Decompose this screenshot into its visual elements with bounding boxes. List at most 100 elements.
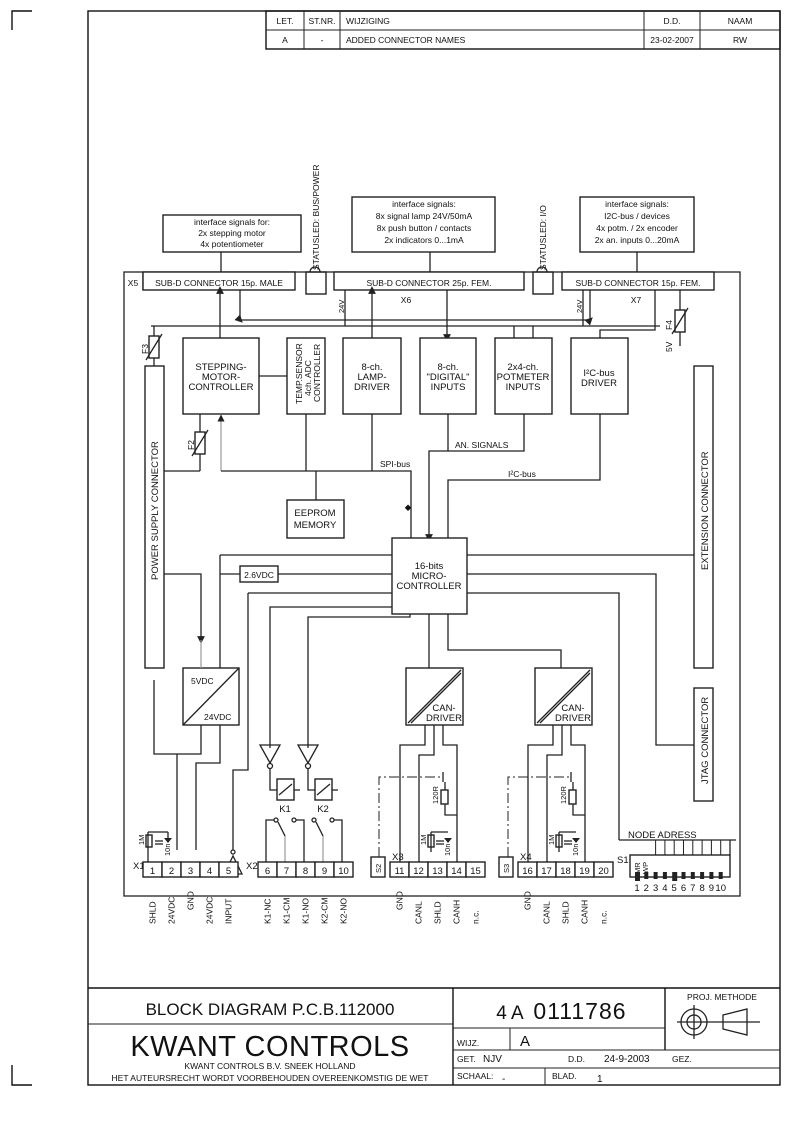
dip-switch-number: 1	[634, 883, 639, 894]
terminal-pin-name: INPUT	[224, 899, 234, 925]
block-potmeter-inputs: 2x4-ch. POTMETER INPUTS	[494, 337, 553, 415]
terminal-pin-name: K1-CM	[282, 898, 292, 924]
rev-cell-stnr: -	[321, 35, 324, 45]
terminal-pin-number: 10	[338, 866, 349, 877]
terminal-id: X3	[392, 852, 404, 863]
drawing-number: 0111786	[533, 998, 626, 1024]
svg-text:INPUTS: INPUTS	[506, 382, 541, 393]
terminal-pin-number: 18	[560, 866, 571, 877]
svg-text:24V: 24V	[575, 300, 584, 313]
svg-text:interface signals:: interface signals:	[605, 199, 669, 209]
svg-text:120R: 120R	[431, 785, 440, 804]
terminal-pin-name: CANL	[542, 901, 552, 924]
spi-bus: SPI-bus ◆	[221, 414, 412, 538]
svg-text:X5: X5	[128, 278, 139, 288]
copyright-notice: HET AUTEURSRECHT WORDT VOORBEHOUDEN OVER…	[112, 1073, 429, 1083]
drawing-title: BLOCK DIAGRAM P.C.B.112000	[146, 1000, 395, 1019]
terminal-pin-name: K2-CM	[320, 898, 330, 924]
blad-label: BLAD.	[552, 1071, 577, 1081]
drawing-number-prefix: 4 A	[496, 1003, 524, 1024]
dip-switch-2	[644, 872, 649, 879]
svg-text:MEMORY: MEMORY	[294, 520, 337, 531]
an-signals-bus: AN. SIGNALS	[425, 414, 525, 542]
svg-text:120R: 120R	[559, 785, 568, 804]
svg-text:"DIGITAL": "DIGITAL"	[427, 372, 470, 383]
terminal-pin-number: 7	[284, 866, 289, 877]
svg-text:CAN-: CAN-	[561, 703, 584, 714]
svg-text:5VDC: 5VDC	[191, 676, 214, 686]
svg-text:NODE ADRESS: NODE ADRESS	[628, 830, 697, 841]
dip-switch-number: 5	[672, 883, 677, 894]
svg-text:EEPROM: EEPROM	[294, 508, 335, 519]
proj-method-label: PROJ. METHODE	[687, 992, 757, 1002]
svg-text:S1: S1	[617, 855, 629, 866]
terminal-pin-name: CANL	[414, 901, 424, 924]
dip-switch-number: 4	[662, 883, 667, 894]
dip-switch-5	[672, 872, 678, 881]
svg-text:STEPPING-: STEPPING-	[195, 362, 246, 373]
company-subtitle: KWANT CONTROLS B.V. SNEEK HOLLAND	[184, 1061, 355, 1071]
svg-text:interface signals for:: interface signals for:	[194, 217, 270, 227]
svg-text:POTMETER: POTMETER	[497, 372, 550, 383]
svg-text:10n: 10n	[571, 843, 580, 856]
svg-text:EXTENSION CONNECTOR: EXTENSION CONNECTOR	[700, 451, 711, 570]
svg-text:SPI-bus: SPI-bus	[380, 459, 410, 469]
wijz-label: WIJZ.	[457, 1038, 479, 1048]
projection-symbol-icon	[677, 1005, 760, 1039]
svg-text:STATUSLED: BUS/POWER: STATUSLED: BUS/POWER	[311, 165, 321, 270]
relay-k1: K1	[258, 744, 300, 815]
terminal-pin-number: 17	[541, 866, 552, 877]
interface-box-x5: interface signals for: 2x stepping motor…	[162, 214, 302, 272]
svg-text:F2: F2	[186, 440, 196, 450]
rev-header-dd: D.D.	[664, 16, 681, 26]
dd-value: 24-9-2003	[604, 1054, 650, 1065]
connector-x7: SUB-D CONNECTOR 15p. FEM. X7 24V	[561, 271, 715, 313]
svg-text:1M: 1M	[547, 835, 556, 845]
rev-header-stnr: ST.NR.	[309, 16, 336, 26]
rev-header-wijziging: WIJZIGING	[346, 16, 390, 26]
terminal-pin-number: 4	[207, 866, 212, 877]
terminal-pin-number: 1	[150, 866, 155, 877]
terminal-pin-name: K2-NO	[339, 898, 349, 924]
fuse-f2: F2	[164, 414, 209, 472]
svg-text:CONTROLLER: CONTROLLER	[189, 382, 254, 393]
svg-text:CONTROLLER: CONTROLLER	[312, 344, 322, 402]
svg-text:24VDC: 24VDC	[204, 712, 231, 722]
svg-text:X6: X6	[401, 295, 412, 305]
dip-switch-10	[718, 872, 723, 879]
terminal-pin-number: 15	[470, 866, 481, 877]
svg-text:LAMP-: LAMP-	[357, 372, 386, 383]
block-lamp-driver: 8-ch. LAMP- DRIVER	[342, 337, 402, 415]
svg-text:16-bits: 16-bits	[415, 561, 444, 572]
dip-switch-number: 2	[644, 883, 649, 894]
svg-text:DRIVER: DRIVER	[581, 378, 617, 389]
vref-2v6: 2.6VDC	[239, 565, 279, 583]
svg-text:I²C-bus: I²C-bus	[508, 469, 536, 479]
blad-value: 1	[597, 1074, 603, 1085]
crop-marks	[11, 10, 32, 1086]
svg-text:1M: 1M	[137, 835, 146, 845]
fuse-f4: F4 5V	[664, 290, 689, 352]
shield-rc-x4: 1M 10n	[547, 831, 580, 856]
terminal-pin	[333, 861, 354, 878]
svg-text:I2C-bus / devices: I2C-bus / devices	[604, 211, 670, 221]
mcu-right-wiring	[428, 554, 694, 840]
top-bus-wiring	[151, 286, 660, 342]
terminal-id: X4	[520, 852, 532, 863]
interface-box-x6: interface signals: 8x signal lamp 24V/50…	[351, 196, 496, 272]
terminal-pin-name: SHLD	[148, 901, 158, 924]
svg-text:24V: 24V	[337, 300, 346, 313]
switch-s2: S2	[370, 856, 386, 878]
svg-text:8x signal lamp 24V/50mA: 8x signal lamp 24V/50mA	[376, 211, 473, 221]
svg-text:4x potentiometer: 4x potentiometer	[200, 239, 263, 249]
svg-text:K1: K1	[279, 804, 291, 815]
relay-contacts	[265, 817, 343, 862]
svg-text:5V: 5V	[664, 341, 674, 352]
block-digital-inputs: 8-ch. "DIGITAL" INPUTS	[419, 337, 477, 415]
interface-box-x7: interface signals: I2C-bus / devices 4x …	[579, 196, 695, 272]
terminal-pin-number: 5	[226, 866, 231, 877]
svg-text:SUB-D CONNECTOR 15p. FEM.: SUB-D CONNECTOR 15p. FEM.	[575, 278, 700, 288]
terminal-pin-name: K1-NO	[301, 898, 311, 924]
wijz-value: A	[520, 1033, 530, 1050]
